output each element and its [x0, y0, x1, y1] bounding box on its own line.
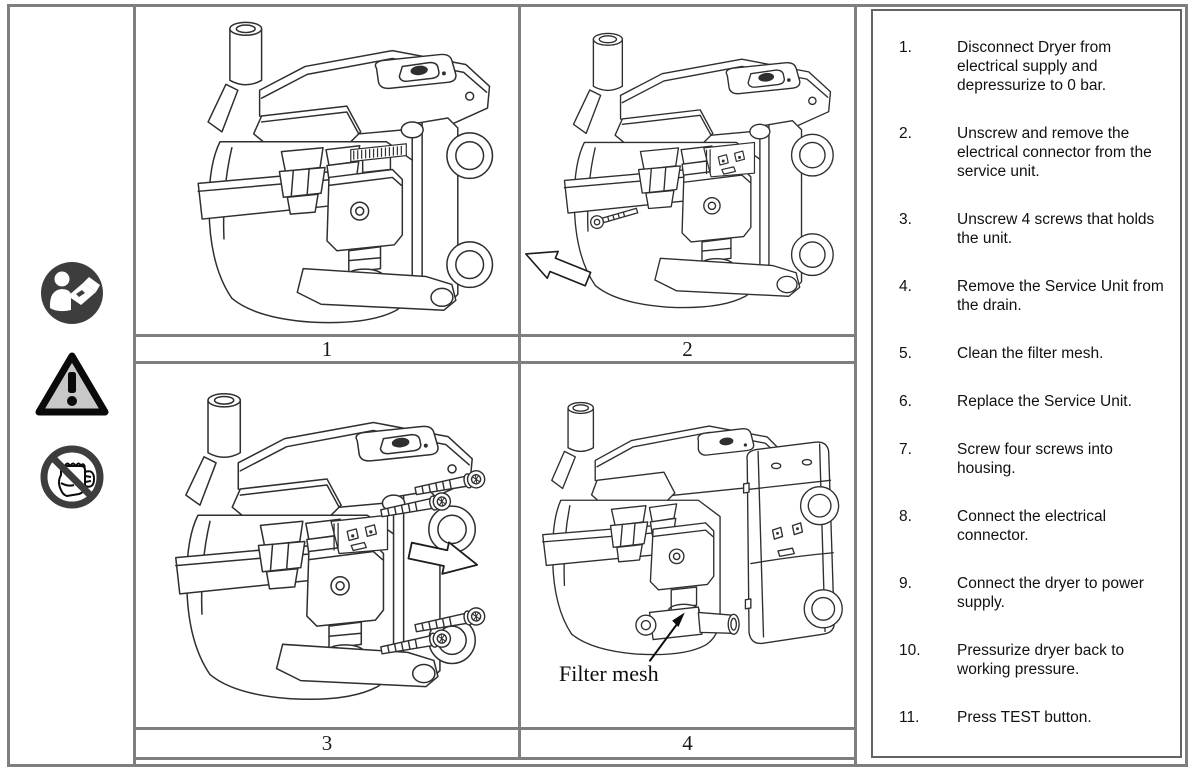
column-gap	[857, 7, 871, 764]
instruction-number: 8.	[899, 508, 912, 525]
figure-panel-3	[136, 364, 521, 727]
instruction-text: Connect the dryer to power supply.	[957, 575, 1144, 611]
instruction-text: Replace the Service Unit.	[957, 393, 1132, 410]
instruction-item: 10. Pressurize dryer back to working pre…	[899, 641, 1174, 679]
instruction-text: Disconnect Dryer from electrical supply …	[957, 39, 1112, 94]
instruction-item: 3. Unscrew 4 screws that holds the unit.	[899, 210, 1174, 248]
instruction-number: 3.	[899, 211, 912, 228]
safety-icon-column	[10, 7, 136, 764]
figure-grid: 1 2	[136, 7, 857, 764]
figure-panel-2	[521, 7, 854, 334]
instruction-item: 11. Press TEST button.	[899, 708, 1174, 727]
instruction-list: 1. Disconnect Dryer from electrical supp…	[899, 38, 1174, 727]
warning-icon	[34, 350, 110, 418]
figure-caption-1: 1	[136, 337, 521, 361]
instruction-text: Pressurize dryer back to working pressur…	[957, 642, 1125, 678]
no-hand-operate-icon	[37, 442, 107, 512]
instruction-text: Press TEST button.	[957, 709, 1092, 726]
caption-row-1: 1 2	[136, 334, 854, 364]
instruction-number: 11.	[899, 709, 920, 726]
instruction-text: Remove the Service Unit from the drain.	[957, 278, 1164, 314]
instruction-number: 2.	[899, 125, 912, 142]
instruction-item: 6. Replace the Service Unit.	[899, 392, 1174, 411]
figure-caption-2: 2	[682, 336, 693, 361]
grid-filler	[136, 760, 854, 764]
instruction-number: 6.	[899, 393, 912, 410]
figure-panel-4: Filter mesh	[521, 364, 854, 727]
instruction-item: 8. Connect the electrical connector.	[899, 507, 1174, 545]
instruction-item: 4. Remove the Service Unit from the drai…	[899, 277, 1174, 315]
read-manual-icon	[39, 260, 105, 326]
instruction-item: 9. Connect the dryer to power supply.	[899, 574, 1174, 612]
instruction-number: 10.	[899, 642, 921, 659]
figure-panel-1	[136, 7, 521, 334]
instruction-number: 9.	[899, 575, 912, 592]
instruction-number: 4.	[899, 278, 912, 295]
instruction-text: Unscrew 4 screws that holds the unit.	[957, 211, 1155, 247]
instruction-item: 7. Screw four screws into housing.	[899, 440, 1174, 478]
filter-mesh-label: Filter mesh	[559, 661, 659, 686]
instruction-number: 7.	[899, 441, 912, 458]
instruction-panel: 1. Disconnect Dryer from electrical supp…	[871, 9, 1182, 758]
figure-caption-4: 4	[682, 731, 693, 755]
caption-row-2: 3 4	[136, 727, 854, 760]
instruction-number: 5.	[899, 345, 912, 362]
instruction-item: 1. Disconnect Dryer from electrical supp…	[899, 38, 1174, 95]
instruction-item: 5. Clean the filter mesh.	[899, 344, 1174, 363]
instruction-text: Connect the electrical connector.	[957, 508, 1107, 544]
instruction-text: Screw four screws into housing.	[957, 441, 1113, 477]
page-border: 1 2	[7, 4, 1188, 767]
instruction-text: Unscrew and remove the electrical connec…	[957, 125, 1152, 180]
instruction-item: 2. Unscrew and remove the electrical con…	[899, 124, 1174, 181]
instruction-number: 1.	[899, 39, 912, 56]
instruction-text: Clean the filter mesh.	[957, 345, 1104, 362]
filter-mesh-arrow	[648, 612, 685, 662]
figure-caption-3: 3	[136, 730, 521, 757]
